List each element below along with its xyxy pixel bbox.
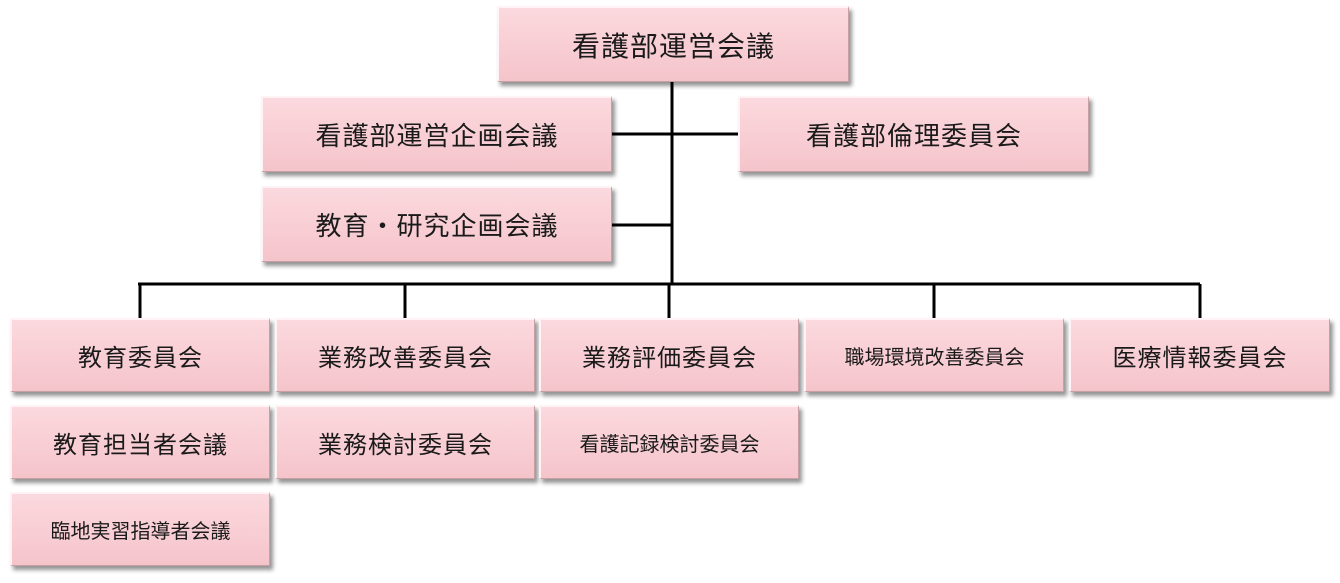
node-clinical-training-instructor-meeting: 臨地実習指導者会議 bbox=[10, 492, 270, 566]
node-nursing-planning-meeting: 看護部運営企画会議 bbox=[261, 96, 612, 172]
node-education-committee: 教育委員会 bbox=[10, 318, 270, 392]
node-nursing-ethics-committee: 看護部倫理委員会 bbox=[738, 96, 1089, 172]
node-medical-information-committee: 医療情報委員会 bbox=[1069, 318, 1330, 392]
node-business-evaluation-committee: 業務評価委員会 bbox=[539, 318, 799, 392]
node-business-improvement-committee: 業務改善委員会 bbox=[275, 318, 535, 392]
node-business-review-committee: 業務検討委員会 bbox=[275, 405, 535, 479]
node-education-research-planning-meeting: 教育・研究企画会議 bbox=[261, 186, 612, 262]
node-workplace-environment-committee: 職場環境改善委員会 bbox=[804, 318, 1064, 392]
node-education-staff-meeting: 教育担当者会議 bbox=[10, 405, 270, 479]
node-nursing-records-committee: 看護記録検討委員会 bbox=[539, 405, 799, 479]
node-nursing-management-meeting: 看護部運営会議 bbox=[497, 6, 849, 82]
